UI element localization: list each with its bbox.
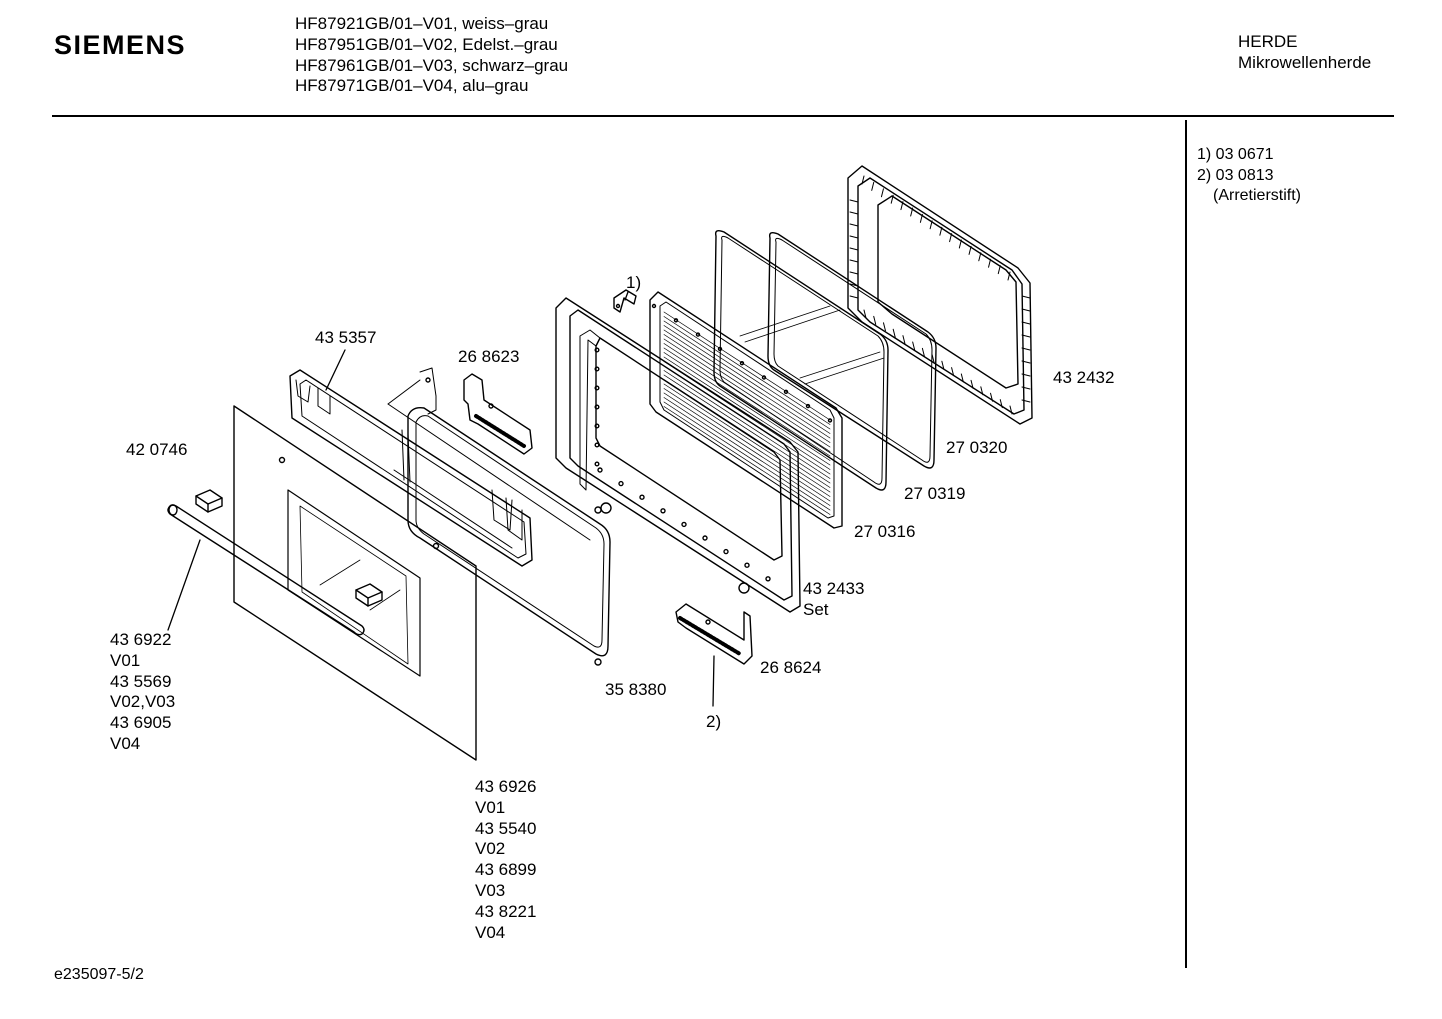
label-frame-back: 43 2432 [1053,368,1115,387]
label-handle-line: 43 5569 [110,671,172,691]
label-front-glass: 43 6926 V01 43 5540 V02 43 6899 V03 43 8… [475,777,536,943]
label-hinge-upper: 26 8623 [458,347,520,366]
part-inner-frame [555,297,801,613]
label-front-glass-line: V04 [475,922,506,942]
label-inner-panel: 35 8380 [605,680,667,699]
part-clip-note1 [613,289,637,313]
label-grid-panel: 27 0316 [854,522,916,541]
model-line: HF87971GB/01–V04, alu–grau [295,76,529,96]
label-front-glass-line: 43 6926 [475,777,537,796]
leader-lines [167,291,715,707]
category-sub: Mikrowellenherde [1238,52,1372,72]
label-hinge-lower: 26 8624 [760,658,822,677]
part-hinge-lower [675,603,753,665]
notes-divider [1185,120,1187,968]
header-divider [52,115,1394,117]
part-grid-panel [649,291,843,529]
label-inner-frame-set: Set [803,599,829,619]
label-note-1-marker: 1) [626,273,642,292]
part-gasket-1 [767,231,937,469]
label-front-glass-line: 43 5540 [475,818,537,838]
note-2-detail: (Arretierstift) [1213,187,1301,204]
label-inner-frame-number: 43 2433 [803,579,865,598]
label-front-glass-line: V02 [475,839,506,859]
label-front-glass-line: 43 8221 [475,901,537,921]
label-note-2-marker: 2) [706,712,722,731]
note-1: 1) 03 0671 [1197,146,1274,163]
label-handle-line: V04 [110,733,141,753]
category-main: HERDE [1238,32,1298,51]
label-handle-cap: 42 0746 [126,440,188,459]
model-list: HF87921GB/01–V01, weiss–grau HF87951GB/0… [295,14,568,97]
label-handle: 43 6922 V01 43 5569 V02,V03 43 6905 V04 [110,630,175,755]
notes-panel: 1) 03 0671 2) 03 0813 (Arretierstift) [1197,145,1301,207]
label-front-glass-line: V03 [475,880,506,900]
brand-logo: SIEMENS [54,30,187,60]
part-hinge-upper [463,373,533,455]
model-line: HF87951GB/01–V02, Edelst.–grau [295,34,558,54]
part-handle [167,489,383,636]
model-line: HF87961GB/01–V03, schwarz–grau [295,55,569,75]
label-front-glass-line: 43 6899 [475,860,537,880]
category: HERDE Mikrowellenherde [1238,32,1371,73]
label-handle-line: V02,V03 [110,692,176,712]
part-profile-top [289,367,591,567]
part-inner-panel [407,406,611,666]
model-line: HF87921GB/01–V01, weiss–grau [295,14,549,33]
label-handle-line: V01 [110,650,141,670]
part-front-glass [233,405,477,761]
part-frame-back [847,165,1033,425]
label-gasket-1: 27 0320 [946,438,1008,457]
label-handle-line: 43 6922 [110,630,172,649]
label-inner-frame: 43 2433 Set [803,579,864,621]
label-gasket-2: 27 0319 [904,484,966,503]
label-front-glass-line: V01 [475,797,506,817]
label-profile-top: 43 5357 [315,328,377,347]
label-handle-line: 43 6905 [110,713,172,733]
note-2: 2) 03 0813 [1197,166,1274,184]
document-id: e235097-5/2 [54,966,144,983]
